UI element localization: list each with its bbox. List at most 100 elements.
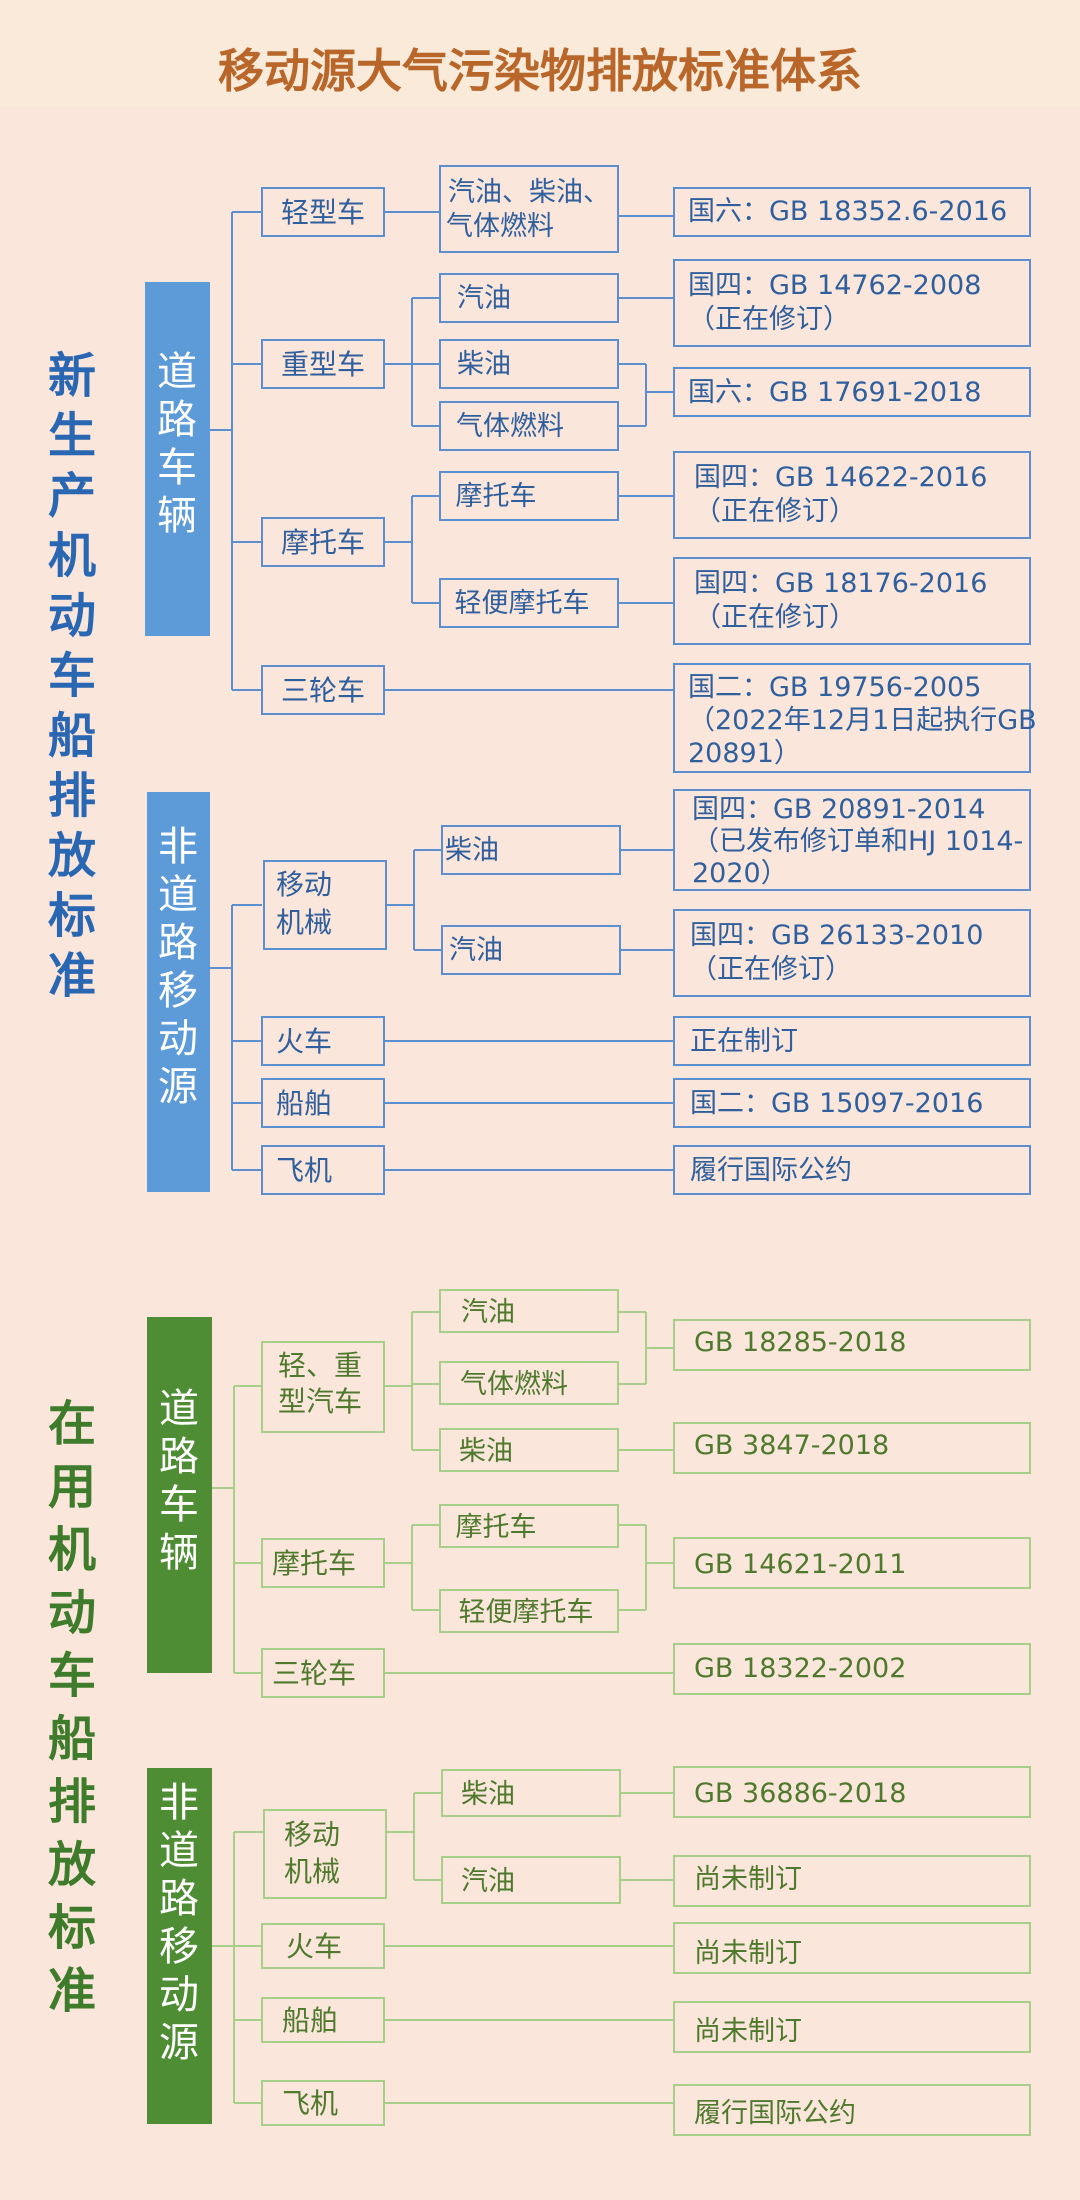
category-nonroad-char: 动 — [158, 1016, 198, 1062]
node-inuse-machinery-label: 移动 — [284, 1818, 340, 1851]
node-inuse-moto-a — [439, 1504, 619, 1548]
std-inuse-ship — [673, 2001, 1031, 2053]
std-inuse-tri — [673, 1643, 1031, 1695]
std-train — [673, 1016, 1031, 1066]
node-moto-standard — [439, 471, 619, 521]
section-new-title-char: 排 — [48, 768, 96, 824]
connectors-inuse-road — [212, 1311, 674, 1674]
node-inuse-machinery-diesel-label: 柴油 — [461, 1779, 515, 1810]
std-machinery-diesel-label: 国四：GB 20891-2014 — [692, 794, 985, 825]
section-new-title-char: 放 — [48, 828, 96, 884]
std-moto-light — [673, 557, 1031, 645]
node-inuse-moto-label: 摩托车 — [272, 1547, 356, 1580]
category-road-char: 路 — [157, 397, 197, 443]
section-inuse-title-char: 在 — [48, 1396, 96, 1452]
section-new-title-char: 产 — [48, 468, 96, 524]
section-inuse-title-char: 放 — [48, 1837, 96, 1893]
std-machinery-diesel-label: 2020） — [692, 858, 788, 889]
std-heavy-gasoline — [673, 259, 1031, 347]
node-inuse-gasoline — [439, 1289, 619, 1333]
node-motorcycle-label: 摩托车 — [281, 526, 365, 559]
std-tricycle-label: （2022年12月1日起执行GB — [688, 705, 1037, 736]
node-machinery-diesel-label: 柴油 — [445, 835, 499, 866]
section-new-title: 新 生 产 机 动 车 船 排 放 标 准 — [48, 348, 96, 1004]
category-inuse-nonroad-char: 动 — [159, 1972, 199, 2018]
node-inuse-moto-b-label: 轻便摩托车 — [459, 1597, 594, 1628]
node-inuse-gasoline-label: 汽油 — [461, 1297, 515, 1328]
std-moto — [673, 451, 1031, 539]
node-moto-light — [439, 578, 619, 628]
std-inuse-machinery-gasoline-label: 尚未制订 — [694, 1864, 802, 1895]
section-inuse-title-char: 动 — [48, 1585, 96, 1641]
section-inuse-title-char: 用 — [48, 1459, 96, 1515]
category-inuse-nonroad-char: 道 — [159, 1828, 199, 1874]
section-new-title-char: 动 — [48, 588, 96, 644]
std-inuse-machinery-gasoline — [673, 1855, 1031, 1907]
page-title: 移动源大气污染物排放标准体系 — [218, 44, 862, 98]
std-moto-label: （正在修订） — [694, 496, 856, 527]
node-inuse-tri — [261, 1648, 385, 1698]
std-machinery-diesel-label: （已发布修订单和HJ 1014- — [692, 826, 1023, 857]
node-tricycle — [261, 665, 385, 715]
node-machinery-gasoline — [441, 925, 621, 975]
node-plane — [261, 1145, 385, 1195]
category-inuse-nonroad — [147, 1768, 212, 2124]
category-inuse-road-char: 辆 — [159, 1530, 199, 1576]
std-inuse-plane-label: 履行国际公约 — [694, 2098, 856, 2129]
section-inuse-title-char: 准 — [48, 1963, 96, 2019]
section-new-title-char: 船 — [48, 708, 96, 764]
node-inuse-tri-label: 三轮车 — [272, 1657, 356, 1690]
node-ship — [261, 1078, 385, 1128]
node-inuse-gas — [439, 1361, 619, 1405]
connectors-inuse-nonroad — [212, 1792, 674, 2104]
node-inuse-ship — [261, 1997, 385, 2043]
category-nonroad-char: 道 — [158, 872, 198, 918]
std-heavy-gasoline-label: 国四：GB 14762-2008 — [688, 270, 981, 301]
section-inuse-vehicles: 在 用 机 动 车 船 排 放 标 准 道 路 车 辆 非 道 路 移 动 源 — [48, 1289, 1031, 2136]
node-tricycle-label: 三轮车 — [281, 674, 365, 707]
node-heavy-diesel-label: 柴油 — [457, 349, 511, 380]
std-moto-light-label: 国四：GB 18176-2016 — [694, 568, 987, 599]
node-inuse-machinery-gasoline-label: 汽油 — [461, 1866, 515, 1897]
std-inuse-train — [673, 1922, 1031, 1974]
node-heavy-gasoline — [439, 273, 619, 323]
node-moto-standard-label: 摩托车 — [456, 481, 537, 512]
node-mobile-machinery-label: 移动 — [276, 868, 332, 901]
node-inuse-plane — [261, 2080, 385, 2126]
std-machinery-gasoline-label: 国四：GB 26133-2010 — [690, 920, 983, 951]
node-light-vehicle-label: 轻型车 — [281, 196, 365, 229]
std-tricycle-label: 20891） — [688, 738, 801, 769]
category-road-char: 辆 — [157, 493, 197, 539]
node-inuse-gas-label: 气体燃料 — [460, 1369, 568, 1400]
category-inuse-road-char: 车 — [159, 1482, 199, 1528]
node-train — [261, 1016, 385, 1066]
std-inuse-gas — [673, 1319, 1031, 1371]
node-inuse-vehicle — [261, 1341, 385, 1433]
connectors-new-road — [210, 211, 674, 691]
node-train-label: 火车 — [276, 1025, 332, 1058]
node-heavy-gasoline-label: 汽油 — [457, 283, 511, 314]
node-heavy-vehicle-label: 重型车 — [281, 348, 365, 381]
section-new-vehicles: 新 生 产 机 动 车 船 排 放 标 准 道 路 车 辆 非 道 路 移 动 … — [48, 165, 1037, 1195]
std-inuse-moto-label: GB 14621-2011 — [694, 1549, 906, 1580]
node-heavy-gas — [439, 401, 619, 451]
std-ship — [673, 1078, 1031, 1128]
std-train-label: 正在制订 — [690, 1026, 798, 1057]
node-inuse-moto — [261, 1538, 385, 1588]
section-new-title-char: 准 — [48, 948, 96, 1004]
std-machinery-diesel — [673, 789, 1031, 891]
node-light-fuel — [439, 165, 619, 253]
node-inuse-machinery-gasoline — [441, 1856, 621, 1904]
std-light — [673, 187, 1031, 237]
node-inuse-train-label: 火车 — [286, 1930, 342, 1963]
std-heavy-gasoline-label: （正在修订） — [688, 304, 850, 335]
category-inuse-nonroad-char: 路 — [159, 1876, 199, 1922]
std-inuse-machinery-diesel — [673, 1766, 1031, 1818]
std-moto-label: 国四：GB 14622-2016 — [694, 462, 987, 493]
category-nonroad-char: 源 — [158, 1064, 198, 1110]
section-new-title-char: 车 — [48, 648, 96, 704]
title-bar — [0, 0, 1080, 106]
section-new-title-char: 标 — [48, 888, 96, 944]
section-new-title-char: 机 — [48, 528, 96, 584]
node-moto-light-label: 轻便摩托车 — [455, 588, 590, 619]
